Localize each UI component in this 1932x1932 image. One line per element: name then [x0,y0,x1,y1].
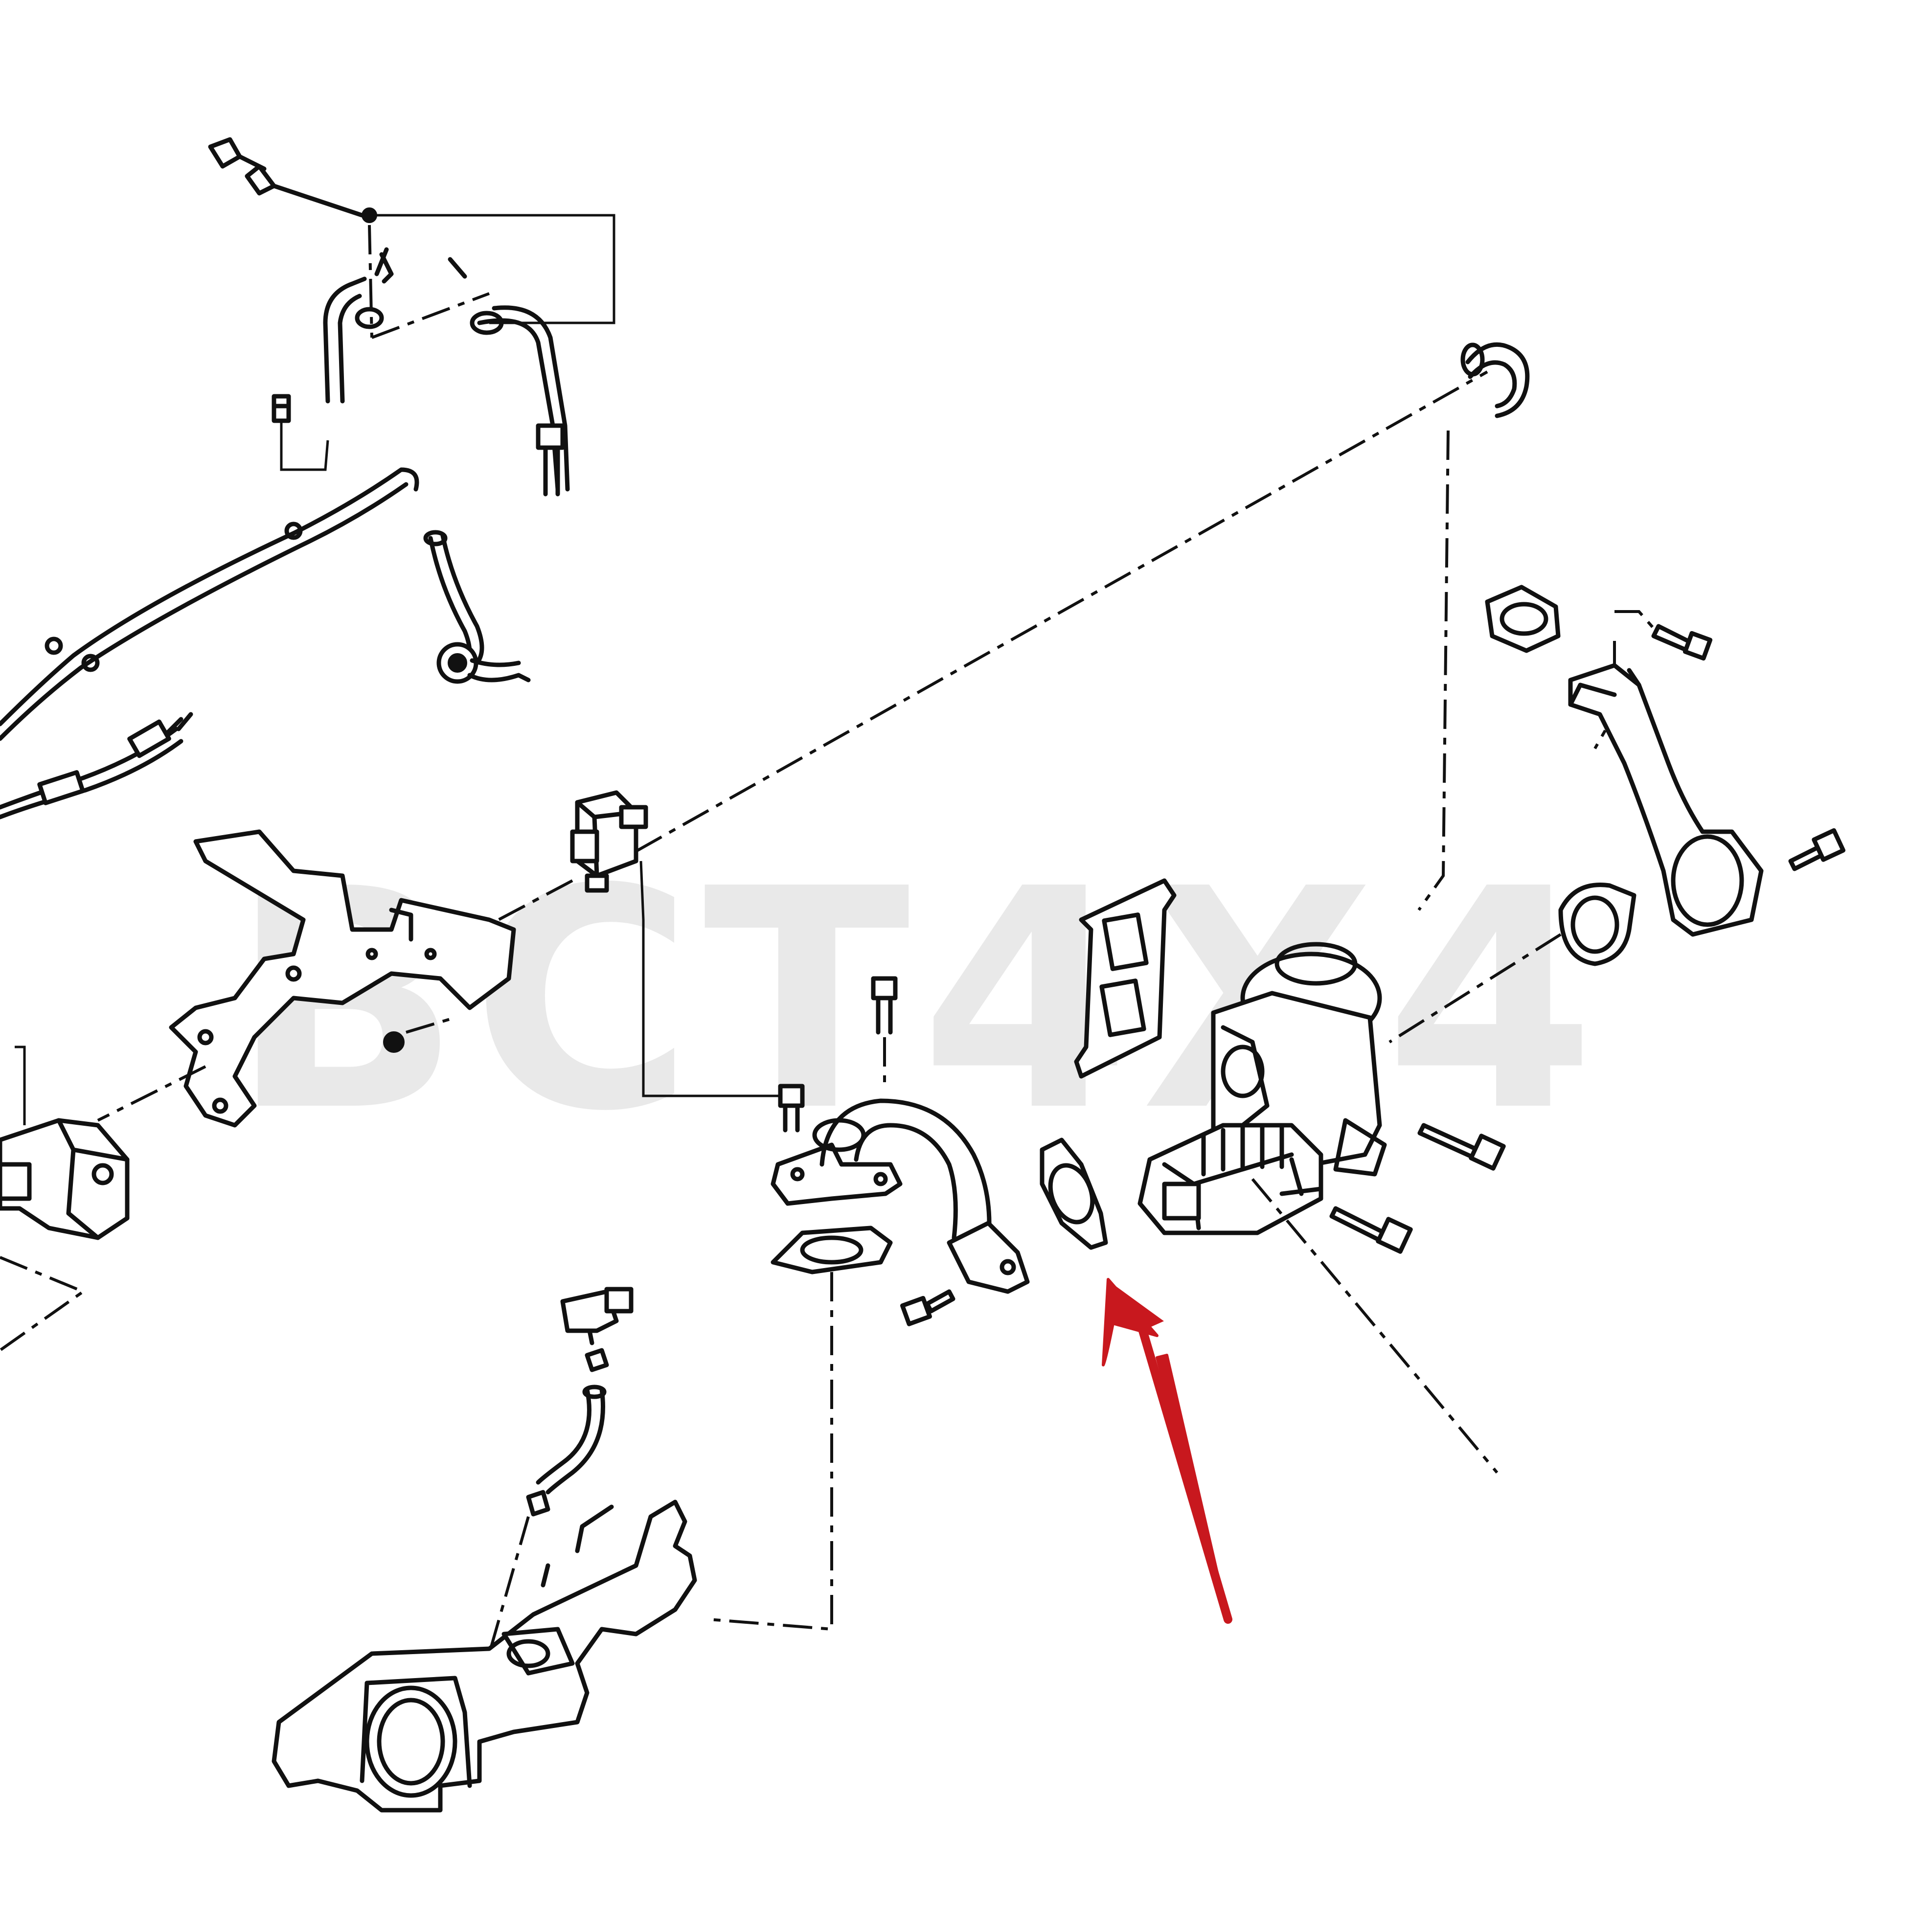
pressure-sensor-lower [560,1287,634,1345]
bolt-vertical-lower [778,1084,805,1133]
vacuum-pipe-long [0,467,419,819]
hose-upper-left [323,247,394,404]
egr-u-pipe [771,1098,1030,1294]
vacuum-solenoid-valve [570,790,648,893]
hose-to-check-valve [423,530,531,684]
nipple-fitting-lower [526,1490,550,1517]
small-fitting-left [272,394,291,423]
egr-gasket [1040,1137,1108,1250]
bolt-vertical-upper [871,976,898,1035]
bolt-long-lower [1329,1206,1413,1254]
small-connector-lower [585,1348,609,1372]
bolt-right [1788,828,1846,871]
bolt-upper-right [1651,624,1713,661]
egr-cooler-pipe [1568,663,1764,937]
hose-upper-right [448,257,570,497]
hose-lower [536,1385,607,1495]
bolt-long-right [1417,1123,1506,1171]
egr-outlet-gasket [1558,883,1637,966]
bracket-line-top [369,214,615,324]
watermark-text: ВСТ4Х4 [230,825,1605,1178]
pipe-gasket-lower [771,1226,893,1274]
bolt-short-lower [900,1289,955,1326]
mounting-bracket [169,829,516,1128]
rubber-grommet [383,1031,405,1053]
hook-pipe [1460,342,1530,418]
egr-flange-gasket-top [1485,585,1561,653]
intake-manifold [272,1500,697,1813]
actuator-left-edge [0,1118,130,1240]
highlight-arrow [1102,1278,1232,1624]
egr-valve-assembly [1137,942,1387,1235]
intake-gasket-plate [1074,878,1177,1079]
sensor-connector-top [208,137,377,223]
